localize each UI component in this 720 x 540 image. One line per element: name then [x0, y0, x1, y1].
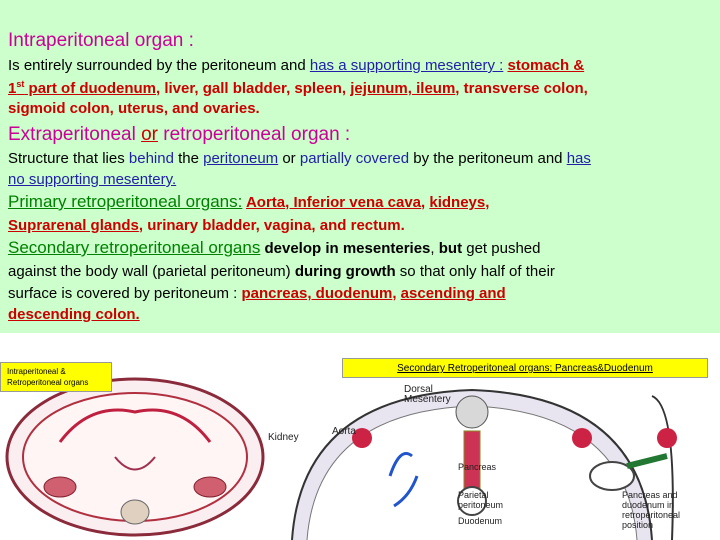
label-kidney: Kidney — [268, 432, 299, 443]
p2-g: by the peritoneum and — [409, 150, 567, 167]
colon-right-shape — [193, 476, 227, 498]
p2-a: Structure that lies — [8, 150, 129, 167]
right-kidney-shape — [572, 428, 592, 448]
p1-first: 1st part of duodenum — [8, 79, 157, 97]
label-pancreas: Pancreas — [458, 462, 497, 472]
primary-rest: , urinary bladder, vagina, and rectum. — [138, 217, 405, 234]
secondary-line3: surface is covered by peritoneum : pancr… — [8, 285, 506, 302]
secondary-a: develop in mesenteries — [260, 240, 431, 257]
h2-or: or — [141, 124, 158, 145]
secondary-g: so that only half of their — [395, 263, 555, 280]
p2-line1: Structure that lies behind the peritoneu… — [8, 150, 591, 167]
p2-c: the — [173, 150, 204, 167]
colon-left-shape — [43, 476, 77, 498]
p1-jejunum: jejunum, ileum — [350, 80, 456, 97]
secondary-line1: Secondary retroperitoneal organs develop… — [8, 238, 540, 258]
p1-first-duod: part of duodenum — [24, 80, 157, 97]
label-pd4: position — [622, 520, 654, 530]
secondary-d: get pushed — [462, 240, 541, 257]
p1-stomach: stomach & — [507, 57, 585, 74]
label-aorta: Aorta — [332, 426, 356, 437]
primary-aorta: Aorta, Inferior vena cava — [245, 194, 422, 211]
label-mesentery: Mesentery — [404, 394, 451, 405]
secondary-e: against the body wall (parietal peritone… — [8, 263, 295, 280]
label-pd1: Pancreas and — [622, 490, 678, 500]
secondary-but: but — [438, 240, 463, 257]
p1-text-a: Is entirely surrounded by the peritoneum… — [8, 57, 310, 74]
left-kidney-shape — [352, 428, 372, 448]
p1-organs: , liver, gall bladder, spleen, — [156, 80, 351, 97]
primary-comma: , — [421, 194, 430, 211]
label-dorsal: Dorsal — [404, 384, 433, 395]
secondary-ascending: ascending and — [400, 285, 506, 302]
label-pd3: retroperitoneal — [622, 510, 681, 520]
cross-section-diagram — [5, 377, 265, 537]
p1-line2: 1st part of duodenum, liver, gall bladde… — [8, 79, 588, 97]
vertebra-shape — [120, 499, 150, 525]
arrow-right — [393, 475, 419, 508]
third-kidney-shape — [657, 428, 677, 448]
primary-line1: Primary retroperitoneal organs: Aorta, I… — [8, 192, 489, 212]
h2-c: retroperitoneal organ : — [157, 124, 351, 145]
p2-has: has — [566, 150, 591, 167]
right-duodenum-shape — [589, 461, 635, 491]
h2-a: Extraperitoneal — [8, 124, 142, 145]
label-pd2: duodenum in — [622, 500, 675, 510]
figure2-caption-box: Secondary Retroperitoneal organs; Pancre… — [342, 358, 708, 378]
primary-kidneys: kidneys, — [429, 194, 490, 211]
label-duodenum: Duodenum — [458, 516, 503, 526]
p1-line3: sigmoid colon, uterus, and ovaries. — [8, 100, 260, 117]
pancreas-shape — [626, 453, 668, 469]
text-panel — [0, 0, 720, 333]
secondary-retro-diagram — [291, 388, 677, 540]
p1-mesentery: has a supporting mesentery : — [309, 57, 504, 74]
p1-first-sup: st — [16, 79, 25, 89]
secondary-j: , — [392, 285, 401, 302]
secondary-line4: descending colon. — [8, 306, 140, 323]
arrow-up — [388, 452, 413, 477]
p2-peritoneum: peritoneum — [203, 150, 279, 167]
label-peritoneum: peritoneum — [458, 500, 504, 510]
p2-behind: behind — [128, 150, 174, 167]
p1-line1: Is entirely surrounded by the peritoneum… — [8, 57, 584, 74]
secondary-pancreas: pancreas, duodenum — [241, 285, 393, 302]
mesentery-shape — [114, 456, 156, 471]
primary-label: Primary retroperitoneal organs: — [8, 192, 243, 211]
stomach-loop — [58, 408, 212, 443]
secondary-h: surface is covered by peritoneum : — [8, 285, 242, 302]
heading-extraperitoneal: Extraperitoneal or retroperitoneal organ… — [8, 124, 350, 146]
p2-line2: no supporting mesentery. — [8, 171, 177, 188]
secondary-line2: against the body wall (parietal peritone… — [8, 263, 555, 280]
p2-e: or — [278, 150, 300, 167]
p1-transverse: , transverse colon, — [455, 80, 588, 97]
primary-line2: Suprarenal glands, urinary bladder, vagi… — [8, 217, 405, 234]
label-parietal: Parietal — [458, 490, 489, 500]
vertebra-circle — [455, 395, 489, 429]
duodenum-shape — [457, 486, 487, 516]
figure1-caption-box: Intraperitoneal & Retroperitoneal organs — [0, 362, 112, 392]
p1-first-num: 1 — [8, 80, 17, 97]
heading-intraperitoneal: Intraperitoneal organ : — [8, 30, 194, 51]
p2-partially: partially covered — [299, 150, 410, 167]
figure2-caption: Secondary Retroperitoneal organs; Pancre… — [397, 363, 653, 374]
primary-suprarenal: Suprarenal glands — [8, 217, 139, 234]
secondary-during: during growth — [294, 263, 396, 280]
secondary-label: Secondary retroperitoneal organs — [8, 238, 261, 257]
secondary-b: , — [430, 240, 439, 257]
figure1-caption: Intraperitoneal & Retroperitoneal organs — [7, 367, 89, 387]
